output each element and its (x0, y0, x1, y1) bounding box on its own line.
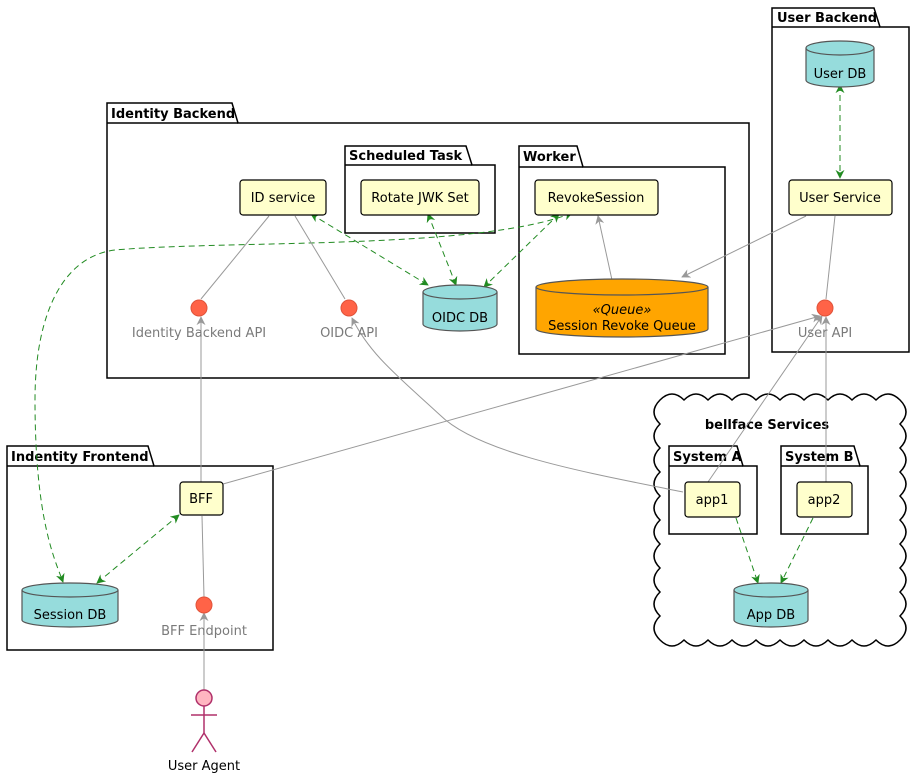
database-label: User DB (814, 67, 867, 82)
interface-label: OIDC API (320, 326, 378, 341)
link-id-service-oidc-api (294, 215, 346, 300)
component-user-service[interactable]: User Service (788, 179, 893, 216)
link-user-service-user-api (825, 215, 836, 300)
actor-head (195, 689, 213, 707)
component-label: BFF (189, 492, 213, 507)
component-label: ID service (251, 191, 316, 206)
component-rotate-jwk-set[interactable]: Rotate JWK Set (360, 179, 480, 216)
interface-oidc-api[interactable]: OIDC API (320, 299, 378, 341)
link-user-service-queue (681, 215, 807, 278)
package-title-system-a: System A (673, 450, 742, 465)
interface-bff-endpoint[interactable]: BFF Endpoint (161, 596, 247, 639)
database-oidc-db[interactable]: OIDC DB (422, 284, 498, 332)
actor-user-agent[interactable]: User Agent (168, 689, 240, 774)
link-id-service-identity-backend-api (200, 215, 270, 300)
link-app1-user-api (707, 315, 823, 483)
connections (34, 84, 845, 690)
component-label: RevokeSession (548, 191, 645, 206)
component-label: app2 (808, 493, 841, 508)
package-title-identity-backend: Identity Backend (111, 107, 235, 122)
interface-label: Identity Backend API (132, 326, 266, 341)
link-bff-session-db (96, 514, 180, 584)
link-app2-app-db (780, 517, 814, 584)
database-label: App DB (747, 608, 795, 623)
link-queue-revoke-session (595, 215, 613, 281)
database-label: OIDC DB (432, 311, 488, 326)
component-app2[interactable]: app2 (796, 481, 853, 518)
package-title-worker: Worker (523, 150, 576, 165)
component-bff[interactable]: BFF (179, 481, 224, 516)
component-label: app1 (696, 493, 729, 508)
component-app1[interactable]: app1 (684, 481, 741, 518)
queue-stereotype: «Queue» (593, 303, 652, 318)
component-label: Rotate JWK Set (371, 191, 468, 206)
actor-label: User Agent (168, 759, 240, 774)
package-title-user-backend: User Backend (777, 11, 877, 26)
link-bff-user-api (222, 313, 821, 485)
interface-label: User API (798, 326, 852, 341)
queue-label: Session Revoke Queue (548, 319, 696, 334)
component-label: User Service (799, 191, 881, 206)
database-user-db[interactable]: User DB (805, 40, 875, 88)
database-label: Session DB (34, 608, 107, 623)
package-title-scheduled-task: Scheduled Task (349, 149, 463, 164)
package-title-system-b: System B (785, 450, 854, 465)
database-app-db[interactable]: App DB (733, 582, 809, 628)
link-revoke-session-session-db (34, 211, 573, 583)
cloud-title-bellface-services: bellface Services (705, 418, 830, 433)
interface-label: BFF Endpoint (161, 624, 247, 639)
link-bff-bff-endpoint (201, 515, 205, 598)
link-app1-oidc-api (351, 317, 684, 493)
link-app1-app-db (735, 517, 760, 584)
queue-session-revoke[interactable]: «Queue» Session Revoke Queue (535, 278, 709, 338)
component-revoke-session[interactable]: RevokeSession (534, 179, 659, 216)
interface-identity-backend-api[interactable]: Identity Backend API (132, 299, 266, 341)
component-id-service[interactable]: ID service (239, 179, 327, 216)
database-session-db[interactable]: Session DB (21, 582, 119, 628)
package-title-identity-frontend: Indentity Frontend (11, 450, 149, 465)
interface-user-api[interactable]: User API (798, 299, 852, 341)
